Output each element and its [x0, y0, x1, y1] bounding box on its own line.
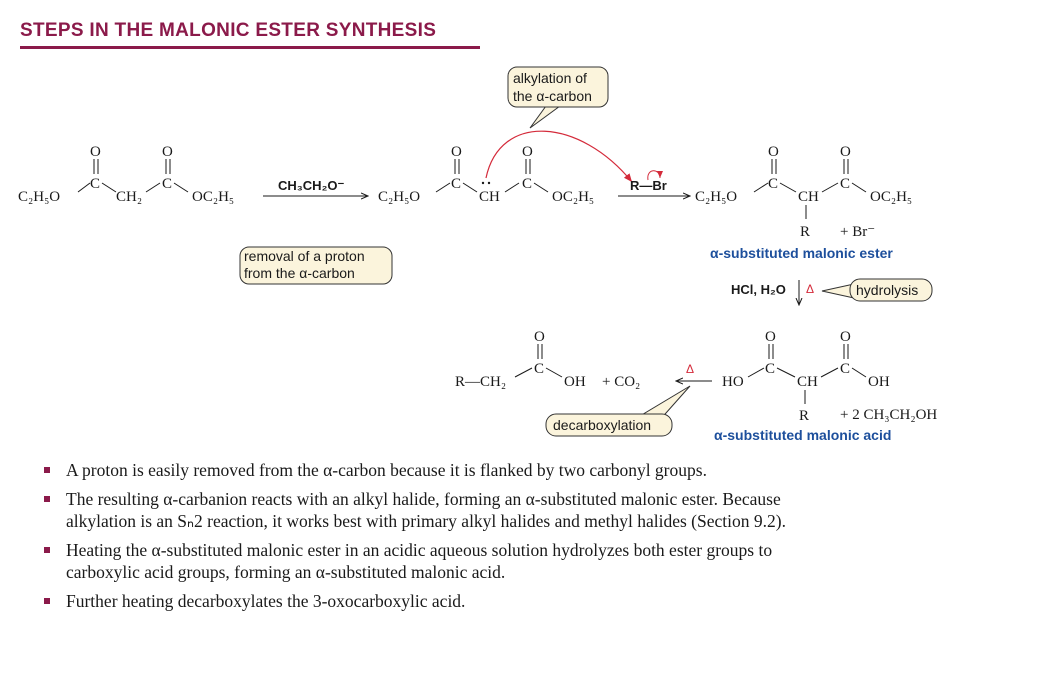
svg-text:C: C	[534, 361, 544, 377]
substituted-malonic-acid: HO C O CH R + 2 CH₃CH₂OH C O OH	[722, 329, 937, 424]
explanation-list: A proton is easily removed from the α-ca…	[42, 459, 842, 619]
svg-text:C₂H₅O: C₂H₅O	[695, 189, 737, 205]
svg-text:C: C	[522, 176, 532, 192]
svg-text:CH: CH	[797, 374, 818, 390]
electron-flow-arrow	[485, 130, 633, 183]
svg-text:O: O	[768, 144, 779, 160]
bubble-decarboxylation: decarboxylation	[545, 385, 691, 437]
list-item: Further heating decarboxylates the 3-oxo…	[42, 590, 842, 612]
svg-text:C: C	[840, 361, 850, 377]
acid-label: α-substituted malonic acid	[714, 427, 891, 443]
svg-text:C: C	[840, 176, 850, 192]
svg-text:O: O	[534, 329, 545, 345]
svg-text:CH: CH	[798, 189, 819, 205]
base-reagent: CH₃CH₂O⁻	[278, 178, 344, 193]
svg-text:OH: OH	[564, 374, 586, 390]
substituent-r: R	[800, 224, 810, 240]
svg-text:removal of a proton: removal of a proton	[244, 248, 365, 264]
ethoxy-right: OC₂H₅	[192, 189, 234, 205]
list-item: A proton is easily removed from the α-ca…	[42, 459, 842, 481]
bubble-alkylation: alkylation of the α-carbon	[507, 66, 609, 129]
bubble-removal: removal of a proton from the α-carbon	[239, 246, 393, 285]
svg-text:decarboxylation: decarboxylation	[553, 417, 651, 433]
svg-text:C: C	[451, 176, 461, 192]
list-item: Heating the α-substituted malonic ester …	[42, 539, 842, 583]
carboxylic-acid-product: R—CH₂ C O OH + CO₂	[455, 329, 640, 390]
carbon-dioxide: + CO₂	[602, 374, 640, 390]
svg-text:alkylation of: alkylation of	[513, 70, 587, 86]
page-title: STEPS IN THE MALONIC ESTER SYNTHESIS	[20, 20, 437, 41]
carbonyl-oxygen: O	[90, 144, 101, 160]
reaction-scheme: C₂H₅O C O CH₂ C O OC₂H₅ CH₃CH₂O⁻ C₂H₅O C…	[18, 66, 937, 443]
ester-label: α-substituted malonic ester	[710, 245, 893, 261]
list-item: The resulting α-carbanion reacts with an…	[42, 488, 842, 532]
title-underline	[20, 46, 480, 49]
substituted-malonic-ester: C₂H₅O C O CH R + Br⁻ C O OC₂H₅	[695, 144, 912, 240]
ethanol-byproduct: + 2 CH₃CH₂OH	[840, 407, 937, 423]
svg-text:OC₂H₅: OC₂H₅	[552, 189, 594, 205]
ethoxy-left: C₂H₅O	[18, 189, 60, 205]
svg-text:O: O	[840, 144, 851, 160]
svg-text:Δ: Δ	[806, 282, 814, 296]
svg-text:OC₂H₅: OC₂H₅	[870, 189, 912, 205]
carbanion-carbon: CH	[479, 189, 500, 205]
svg-text:O: O	[765, 329, 776, 345]
svg-text:from the α-carbon: from the α-carbon	[244, 265, 355, 281]
acid-reagent: HCl, H₂O	[731, 282, 786, 297]
svg-text:R—CH₂: R—CH₂	[455, 374, 506, 390]
bubble-hydrolysis: hydrolysis	[821, 278, 933, 302]
diethyl-malonate: C₂H₅O C O CH₂ C O OC₂H₅	[18, 144, 234, 205]
bromide-ion: + Br⁻	[840, 224, 875, 240]
svg-text:C: C	[768, 176, 778, 192]
svg-text:O: O	[522, 144, 533, 160]
svg-text:the α-carbon: the α-carbon	[513, 88, 592, 104]
methylene: CH₂	[116, 189, 142, 205]
svg-text:O: O	[451, 144, 462, 160]
svg-text:HO: HO	[722, 374, 744, 390]
carbonyl-carbon: C	[90, 176, 100, 192]
svg-text:Δ: Δ	[686, 362, 694, 376]
alkyl-halide-reagent: R—Br	[630, 178, 667, 193]
carbonyl-carbon: C	[162, 176, 172, 192]
carbonyl-oxygen: O	[162, 144, 173, 160]
svg-text:OH: OH	[868, 374, 890, 390]
svg-text:C₂H₅O: C₂H₅O	[378, 189, 420, 205]
svg-text:R: R	[799, 408, 809, 424]
svg-text:hydrolysis: hydrolysis	[856, 282, 918, 298]
svg-text:C: C	[765, 361, 775, 377]
malonate-carbanion: C₂H₅O C O CH C O OC₂H₅	[378, 144, 594, 205]
svg-text:O: O	[840, 329, 851, 345]
